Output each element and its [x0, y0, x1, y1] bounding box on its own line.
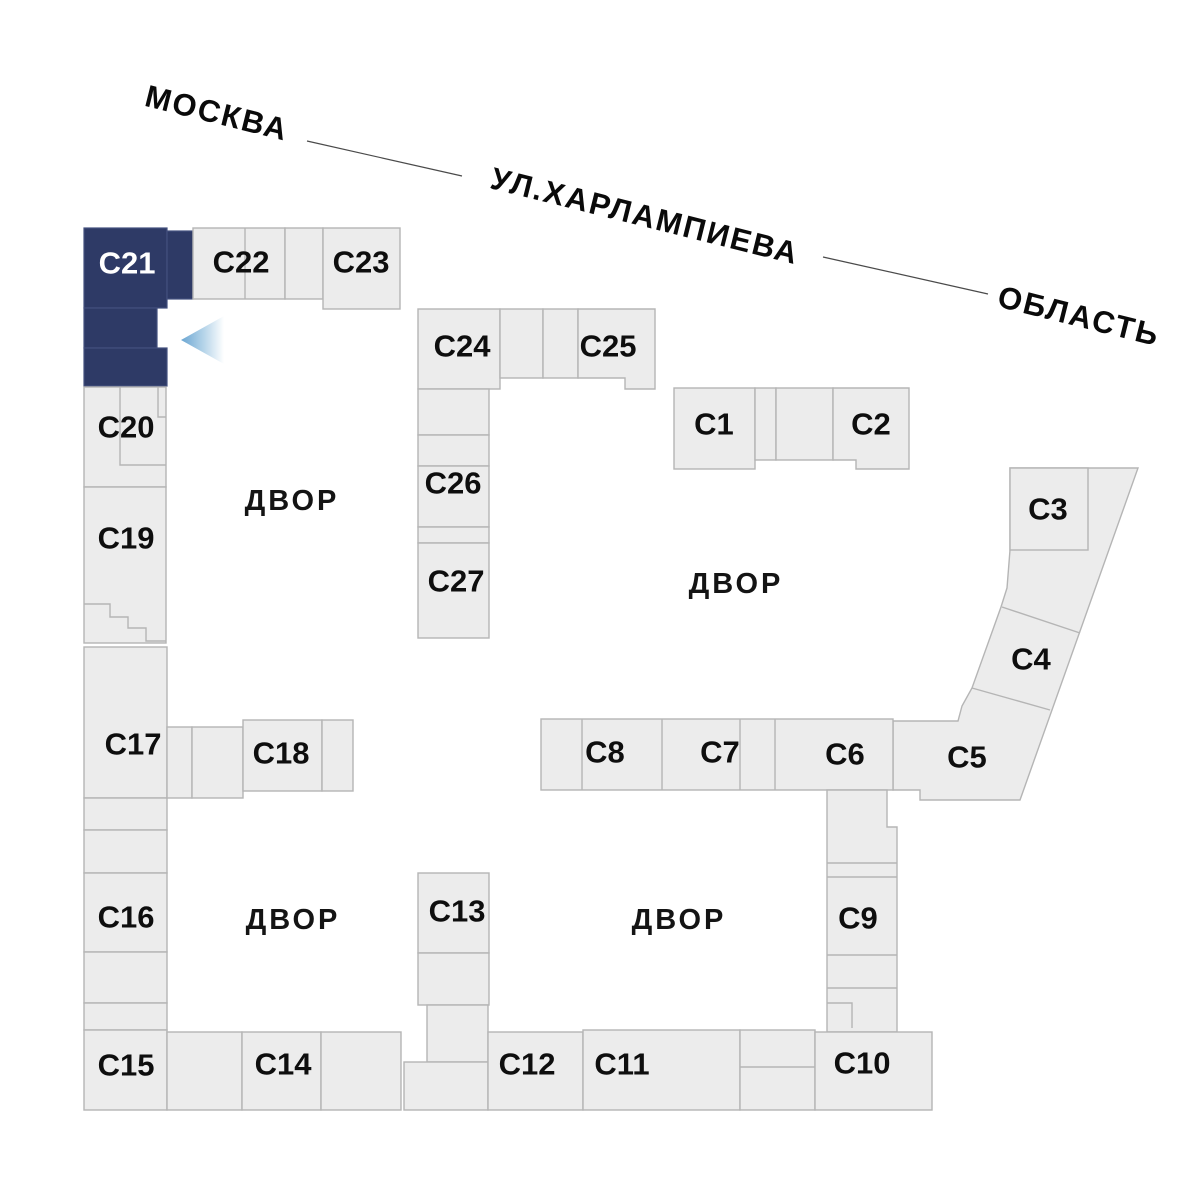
building-label: С19: [98, 521, 155, 556]
building-c24[interactable]: С24: [417, 308, 501, 390]
building-c20[interactable]: С20: [83, 386, 167, 488]
building-c3[interactable]: С3: [1009, 467, 1089, 551]
street-region-label: ОБЛАСТЬ: [994, 279, 1163, 353]
building-c21[interactable]: С21: [83, 227, 194, 387]
building-section: [166, 1031, 243, 1111]
building-label: С27: [428, 564, 485, 599]
building-section: [417, 526, 490, 544]
building-c26[interactable]: С26: [417, 465, 490, 528]
building-section: [321, 719, 354, 792]
building-label: С22: [213, 245, 270, 280]
building-c14[interactable]: С14: [241, 1031, 322, 1111]
building-label: С16: [98, 900, 155, 935]
building-c23[interactable]: С23: [322, 227, 401, 310]
selected-building-arrow-icon: [181, 316, 224, 364]
building-label: С15: [98, 1048, 155, 1083]
building-c18[interactable]: С18: [242, 719, 323, 792]
building-label: С1: [694, 407, 734, 442]
building-c4[interactable]: С4: [1011, 642, 1051, 677]
street-city-label: МОСКВА: [142, 78, 293, 147]
section-divider: [581, 719, 776, 790]
building-label: С20: [98, 410, 155, 445]
building-c12[interactable]: С12: [487, 1031, 584, 1111]
building-section: [417, 388, 490, 436]
building-section: [403, 1061, 489, 1111]
building-label: С6: [825, 737, 865, 772]
building-c9[interactable]: С9: [838, 901, 878, 936]
building-label: С9: [838, 901, 878, 936]
building-c8[interactable]: С8: [585, 735, 625, 770]
building-label: С13: [429, 894, 486, 929]
building-section: [754, 387, 777, 461]
building-section: [499, 308, 544, 379]
building-c11[interactable]: С11: [582, 1029, 741, 1111]
building-label: С5: [947, 740, 987, 775]
building-c15[interactable]: С15: [83, 1029, 168, 1111]
building-c19[interactable]: С19: [83, 486, 167, 644]
building-label: С14: [255, 1047, 313, 1082]
building-c6[interactable]: С6: [825, 737, 865, 772]
building-c27[interactable]: С27: [417, 542, 490, 639]
building-label: С24: [434, 329, 492, 364]
building-c22[interactable]: С22: [192, 227, 286, 300]
building-label: С12: [499, 1047, 556, 1082]
building-label: С11: [594, 1047, 649, 1082]
building-label: С25: [580, 329, 637, 364]
building-label: С7: [700, 735, 740, 770]
building-c25[interactable]: С25: [577, 308, 656, 390]
street-name-label: УЛ.ХАРЛАМПИЕВА: [487, 161, 803, 272]
building-section: [739, 1029, 816, 1111]
building-row-middle: [540, 718, 894, 791]
building-c5[interactable]: С5: [947, 740, 987, 775]
building-section: [83, 1002, 168, 1031]
courtyard-label: ДВОР: [632, 904, 727, 936]
building-c17[interactable]: С17: [83, 646, 168, 799]
building-section: [191, 726, 244, 799]
building-label: С17: [105, 727, 162, 762]
building-section: [284, 227, 324, 300]
building-label: С26: [425, 466, 482, 501]
building-c7[interactable]: С7: [700, 735, 740, 770]
building-c10[interactable]: С10: [814, 1031, 933, 1111]
building-section: [83, 951, 168, 1004]
building-c1[interactable]: С1: [673, 387, 756, 470]
building-section: [166, 726, 193, 799]
building-section: [320, 1031, 402, 1111]
section-divider: [971, 606, 1081, 711]
building-section: [83, 829, 168, 874]
building-label: С2: [851, 407, 891, 442]
building-c2[interactable]: С2: [832, 387, 910, 470]
section-divider: [827, 862, 897, 1028]
street-line: [822, 256, 989, 295]
building-section: [83, 797, 168, 831]
building-label: С4: [1011, 642, 1051, 677]
building-band-right: [892, 467, 1139, 801]
building-label: С10: [834, 1046, 891, 1081]
courtyard-label: ДВОР: [245, 485, 340, 517]
building-section: [417, 434, 490, 467]
building-section: [775, 387, 834, 461]
street-line: [306, 140, 463, 177]
courtyard-label: ДВОР: [689, 568, 784, 600]
building-label: С21: [99, 246, 156, 281]
building-label: С3: [1028, 492, 1068, 527]
building-section: [542, 308, 579, 379]
building-label: С23: [333, 245, 390, 280]
building-c13[interactable]: С13: [417, 872, 490, 954]
building-section: [426, 1004, 489, 1063]
building-c16[interactable]: С16: [83, 872, 168, 953]
building-label: С8: [585, 735, 625, 770]
building-section: [417, 952, 490, 1006]
courtyard-label: ДВОР: [246, 904, 341, 936]
building-label: С18: [253, 736, 310, 771]
